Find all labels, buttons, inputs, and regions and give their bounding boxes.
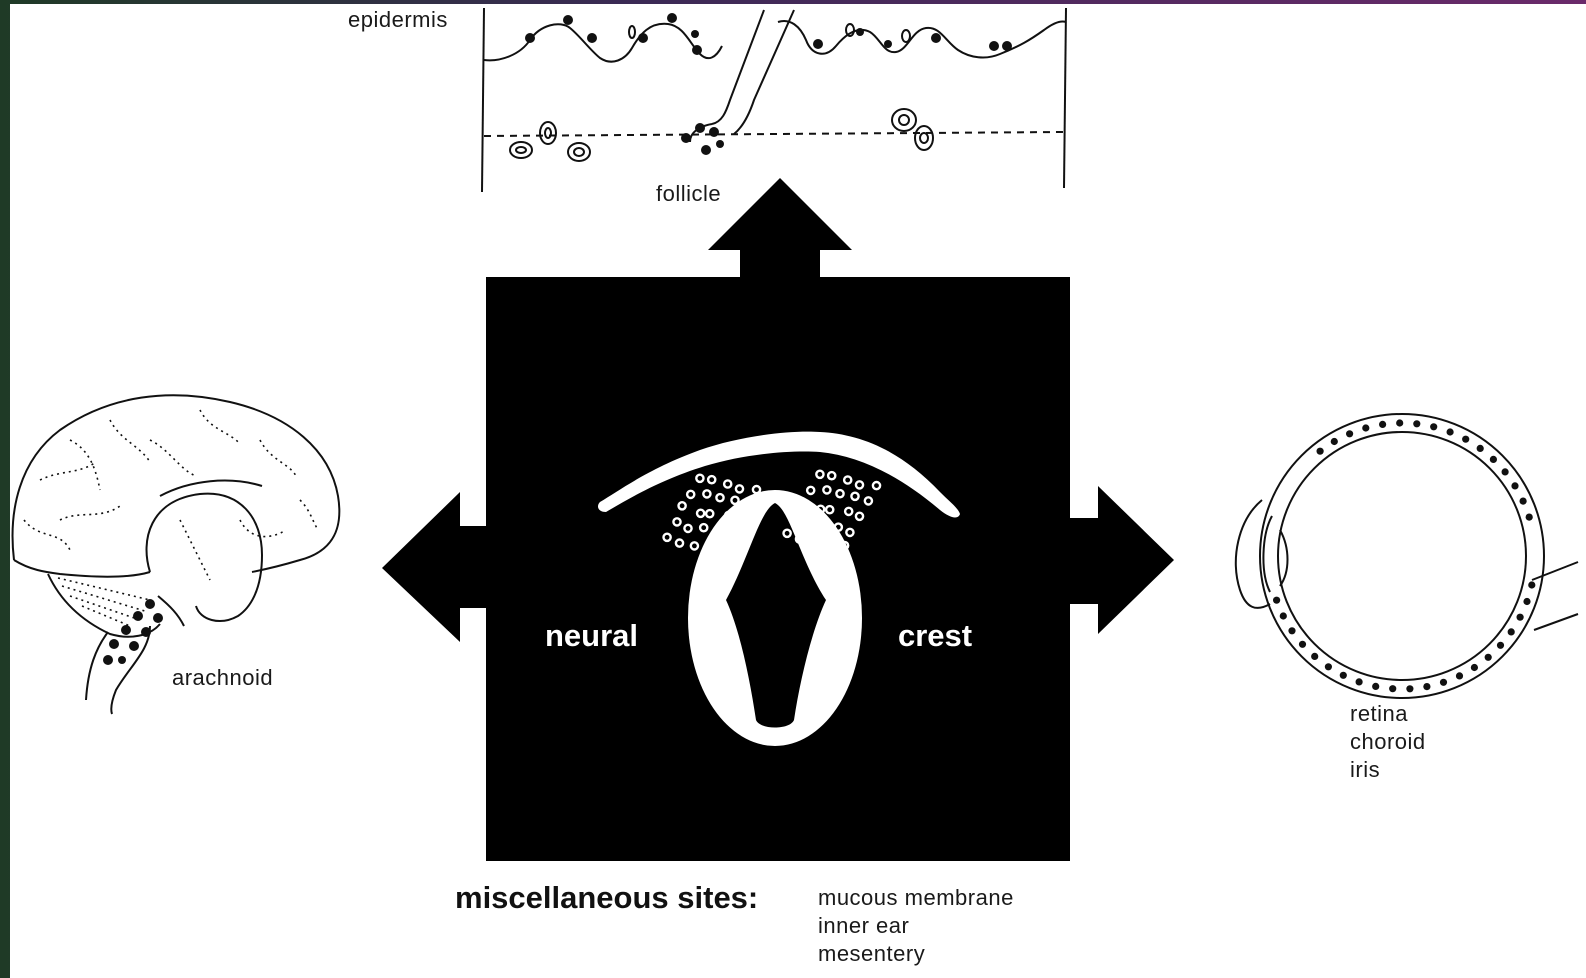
label-neural: neural <box>545 618 638 654</box>
eye-pigment-dot <box>1340 672 1347 679</box>
eye-pigment-dot <box>1311 653 1318 660</box>
label-retina: retina <box>1350 700 1426 728</box>
eye-pigment-dot <box>1362 424 1369 431</box>
eye-pigment-dot <box>1447 428 1454 435</box>
eye-pigment-dot <box>1299 641 1306 648</box>
eye-pigment-dot <box>1523 598 1530 605</box>
arachnoid-melanocyte-dots <box>103 599 163 665</box>
eye-pigment-dot <box>1520 498 1527 505</box>
eye-pigment-dot <box>1325 663 1332 670</box>
eye-labels-list: retina choroid iris <box>1350 700 1426 784</box>
label-follicle: follicle <box>656 180 721 208</box>
eye-pigment-dot <box>1288 627 1295 634</box>
eye-pigment-dot <box>1440 679 1447 686</box>
label-arachnoid: arachnoid <box>172 664 273 692</box>
skin-section <box>482 8 1066 192</box>
arrow-left <box>382 492 490 642</box>
eye-pigment-dot <box>1331 438 1338 445</box>
eye-pigment-dot <box>1389 685 1396 692</box>
eye-pigment-dot <box>1526 514 1533 521</box>
eye-pigment-dot <box>1280 612 1287 619</box>
eye-pigment-dot <box>1372 683 1379 690</box>
eye-pigment-dot <box>1423 683 1430 690</box>
eye-illustration <box>1236 414 1578 698</box>
arrow-up <box>708 178 852 282</box>
eye-pigment-dot <box>1273 597 1280 604</box>
eye-pigment-dot <box>1517 614 1524 621</box>
eye-pigment-dot <box>1477 445 1484 452</box>
eye-pigment-dot <box>1413 420 1420 427</box>
eye-pigment-dots <box>1273 419 1535 692</box>
label-choroid: choroid <box>1350 728 1426 756</box>
label-epidermis: epidermis <box>348 6 448 34</box>
eye-pigment-dot <box>1511 482 1518 489</box>
misc-site-item: mucous membrane <box>818 884 1014 912</box>
eye-pigment-dot <box>1379 421 1386 428</box>
misc-site-item: mesentery <box>818 940 1014 968</box>
eye-pigment-dot <box>1508 628 1515 635</box>
misc-site-item: inner ear <box>818 912 1014 940</box>
eye-pigment-dot <box>1317 448 1324 455</box>
arrow-right <box>1066 486 1174 634</box>
eye-pigment-dot <box>1462 436 1469 443</box>
eye-pigment-dot <box>1502 468 1509 475</box>
misc-sites-list: mucous membrane inner ear mesentery <box>818 884 1014 968</box>
eye-pigment-dot <box>1456 672 1463 679</box>
eye-pigment-dot <box>1396 419 1403 426</box>
eye-pigment-dot <box>1346 430 1353 437</box>
eye-pigment-dot <box>1430 423 1437 430</box>
eye-pigment-dot <box>1485 654 1492 661</box>
eye-pigment-dot <box>1490 456 1497 463</box>
label-iris: iris <box>1350 756 1426 784</box>
eye-pigment-dot <box>1497 642 1504 649</box>
misc-sites-title: miscellaneous sites: <box>455 880 758 916</box>
skin-melanocyte-dots <box>525 13 1012 155</box>
label-crest: crest <box>898 618 972 654</box>
eye-pigment-dot <box>1406 685 1413 692</box>
eye-pigment-dot <box>1471 664 1478 671</box>
eye-pigment-dot <box>1528 581 1535 588</box>
eye-pigment-dot <box>1356 678 1363 685</box>
